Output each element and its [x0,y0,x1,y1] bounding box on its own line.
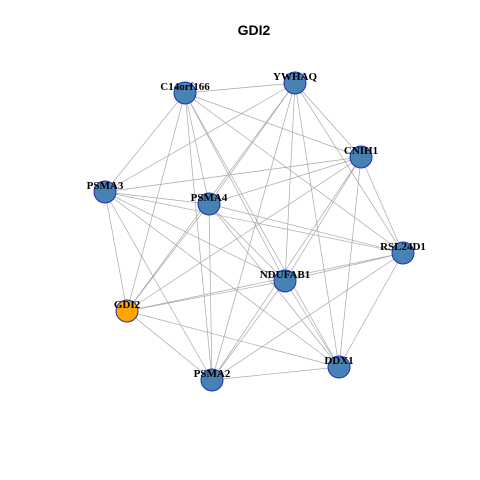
edge-YWHAQ-CNIH1 [294,82,362,158]
edge-YWHAQ-PSMA4 [208,82,296,205]
node-label-PSMA2: PSMA2 [194,368,231,380]
edge-PSMA3-NDUFAB1 [104,191,286,282]
node-DDX1 [327,355,351,379]
edge-YWHAQ-PSMA3 [104,82,296,193]
edge-YWHAQ-RSL24D1 [294,82,404,254]
node-PSMA4 [197,192,221,216]
edge-C14orf166-GDI2 [126,92,186,312]
edge-PSMA4-NDUFAB1 [208,203,286,282]
edge-NDUFAB1-PSMA2 [211,280,286,381]
edge-YWHAQ-NDUFAB1 [284,82,296,282]
node-label-NDUFAB1: NDUFAB1 [260,269,311,281]
edge-CNIH1-PSMA2 [211,156,362,381]
edge-CNIH1-RSL24D1 [360,156,404,254]
node-label-GDI2: GDI2 [114,299,141,311]
edge-CNIH1-NDUFAB1 [284,156,362,282]
edge-DDX1-PSMA2 [211,366,340,381]
edge-C14orf166-PSMA3 [104,92,186,193]
edge-PSMA3-RSL24D1 [104,191,404,254]
edge-YWHAQ-PSMA2 [211,82,296,381]
edge-GDI2-PSMA2 [126,310,213,381]
edge-NDUFAB1-DDX1 [284,280,340,368]
edge-YWHAQ-DDX1 [294,82,340,368]
edge-CNIH1-GDI2 [126,156,362,312]
edge-PSMA4-GDI2 [126,203,210,312]
edge-PSMA3-GDI2 [104,191,128,312]
node-C14orf166 [173,81,197,105]
diagram-title: GDI2 [238,22,271,38]
edge-GDI2-DDX1 [126,310,340,368]
node-label-PSMA3: PSMA3 [87,180,124,192]
node-label-YWHAQ: YWHAQ [273,71,317,83]
node-layer [93,71,415,392]
edge-CNIH1-DDX1 [338,156,362,368]
edge-RSL24D1-GDI2 [126,252,404,312]
node-NDUFAB1 [273,269,297,293]
edge-PSMA4-RSL24D1 [208,203,404,254]
node-label-CNIH1: CNIH1 [344,145,378,157]
edge-C14orf166-YWHAQ [184,82,296,94]
edge-C14orf166-NDUFAB1 [184,92,286,282]
edge-C14orf166-CNIH1 [184,92,362,158]
node-YWHAQ [283,71,307,95]
edge-C14orf166-DDX1 [184,92,340,368]
label-layer: YWHAQ C14orf166CNIH1PSMA3PSMA4RSL24D1NDUF… [87,71,426,380]
edge-C14orf166-RSL24D1 [184,92,404,254]
edge-RSL24D1-NDUFAB1 [284,252,404,282]
edge-PSMA3-DDX1 [104,191,340,368]
edge-C14orf166-PSMA4 [184,92,210,205]
node-RSL24D1 [391,241,415,265]
node-PSMA2 [200,368,224,392]
edge-PSMA4-DDX1 [208,203,340,368]
node-PSMA3 [93,180,117,204]
node-label-C14orf166: C14orf166 [160,81,210,93]
node-label-RSL24D1: RSL24D1 [380,241,426,253]
node-label-DDX1: DDX1 [324,355,353,367]
edge-CNIH1-PSMA4 [208,156,362,205]
node-label-PSMA4: PSMA4 [191,192,228,204]
edge-layer [104,82,404,381]
edge-CNIH1-PSMA3 [104,156,362,193]
edge-RSL24D1-DDX1 [338,252,404,368]
edge-PSMA3-PSMA4 [104,191,210,205]
node-CNIH1 [349,145,373,169]
node-GDI2 [115,299,139,323]
edge-PSMA4-PSMA2 [208,203,213,381]
edge-PSMA3-PSMA2 [104,191,213,381]
edge-NDUFAB1-GDI2 [126,280,286,312]
